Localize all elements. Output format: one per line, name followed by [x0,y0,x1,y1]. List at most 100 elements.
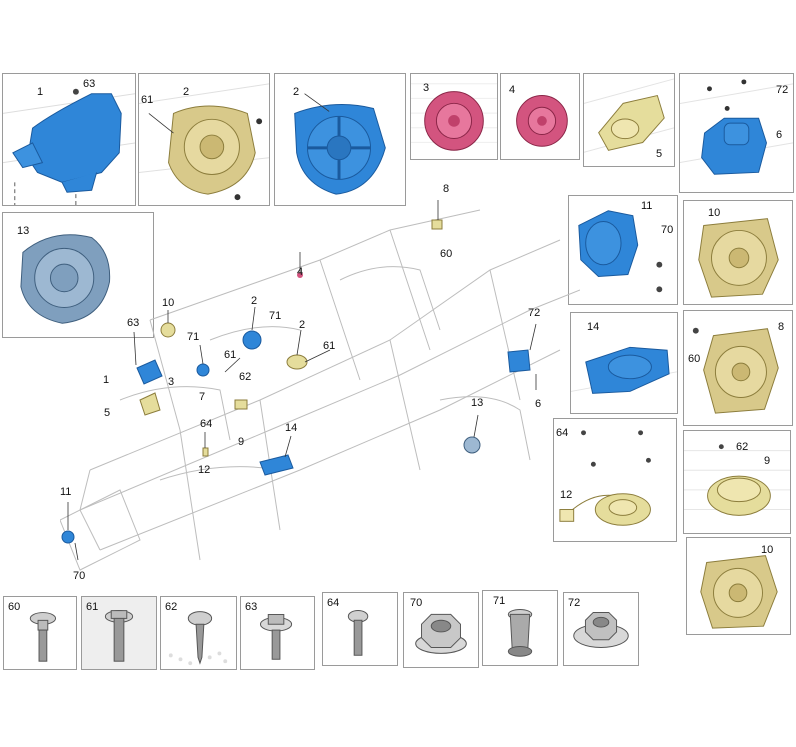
torx-screw-icon [347,610,369,656]
panel-part-3-speaker-pink[interactable]: 3 [410,73,498,160]
panel-part-8-speaker[interactable]: 60 8 [683,310,793,426]
fastener-62[interactable]: 62 [160,596,237,670]
callout-72: 72 [528,307,541,319]
fastener-number: 61 [86,601,99,613]
callout-5: 5 [104,407,111,419]
fastener-70[interactable]: 70 [403,592,479,668]
speaker-illustration [698,218,779,298]
callout-64: 64 [556,427,569,439]
callout-71: 71 [269,310,282,322]
speaker-bracket-illustration [584,78,674,153]
callout-72: 72 [776,84,789,96]
panel-part-10-speaker-lower[interactable]: 10 [686,537,791,635]
callout-70: 70 [661,224,674,236]
tweeter-illustration [516,95,568,147]
callout-7: 7 [199,391,206,403]
panel-part-5-bracket[interactable]: 5 [583,73,675,167]
panel-part-12-speaker-bracket[interactable]: 64 12 [553,418,677,542]
callout-60: 60 [440,248,453,260]
fastener-number: 64 [327,597,340,609]
tweeter-illustration [411,83,497,151]
fastener-63[interactable]: 63 [240,596,315,670]
pan-head-tapping-screw-icon [168,611,228,666]
callout-63: 63 [83,78,96,90]
hex-nut-with-washer-icon [573,611,629,648]
fastener-number: 63 [245,601,258,613]
callout-13: 13 [471,397,484,409]
callout-12: 12 [560,489,573,501]
speaker-illustration [139,83,269,201]
hex-flange-nut-icon [415,613,467,654]
rivet-nut-icon [507,609,533,657]
callout-71: 71 [187,331,200,343]
fastener-number: 71 [493,595,506,607]
panel-part-1-tweeter-housing[interactable]: 1 63 [2,73,136,206]
panel-part-4-speaker-pink[interactable]: 4 [500,73,580,160]
panel-part-9-speaker[interactable]: 62 9 [683,430,791,534]
speaker-illustration [692,327,779,414]
callout-4: 4 [509,84,516,96]
fastener-60[interactable]: 60 [3,596,77,670]
callout-61: 61 [224,349,237,361]
panel-part-10-speaker[interactable]: 10 [683,200,793,305]
callout-62: 62 [736,441,749,453]
callout-1: 1 [37,86,44,98]
callout-9: 9 [764,455,771,467]
callout-9: 9 [238,436,245,448]
panel-part-13-blower[interactable]: 13 [2,212,154,338]
panel-part-2-speaker-blue[interactable]: 2 [274,73,406,206]
chassis-components [61,219,531,544]
fastener-61[interactable]: 61 [81,596,157,670]
panel-part-11-tweeter[interactable]: 11 70 [568,195,678,305]
callout-63: 63 [127,317,140,329]
fastener-number: 70 [410,597,423,609]
fastener-number: 62 [165,601,178,613]
tweeter-illustration [578,210,663,293]
tweeter-housing-illustration [3,88,135,205]
callout-60: 60 [688,353,701,365]
fastener-71[interactable]: 71 [482,590,558,666]
callout-8: 8 [778,321,785,333]
callout-70: 70 [73,570,86,582]
callout-2: 2 [299,319,306,331]
callout-1: 1 [103,374,110,386]
speaker-bracket-illustration [559,430,651,526]
callout-4: 4 [297,266,304,278]
callout-6: 6 [535,398,542,410]
callout-12: 12 [198,464,211,476]
tweeter-mount-illustration [680,79,793,175]
callout-61: 61 [141,94,154,106]
fastener-number: 72 [568,597,581,609]
callout-14: 14 [285,422,298,434]
fastener-72[interactable]: 72 [563,592,639,666]
callout-10: 10 [162,297,175,309]
speaker-illustration [700,555,778,629]
blower-illustration [20,234,111,324]
callout-10: 10 [761,544,774,556]
callout-14: 14 [587,321,600,333]
fastener-number: 60 [8,601,21,613]
panel-part-2-speaker-gold[interactable]: 61 2 [138,73,270,206]
panel-part-14-tweeter[interactable]: 14 [570,312,678,414]
panel-part-6-tweeter-mount[interactable]: 72 6 [679,73,794,193]
fastener-64[interactable]: 64 [322,592,398,666]
callout-64: 64 [200,418,213,430]
speaker-illustration [294,93,386,195]
tweeter-illustration [571,346,677,394]
washer-screw-icon [259,614,293,660]
callout-3: 3 [423,82,430,94]
flange-bolt-icon [29,612,57,662]
callout-11: 11 [60,486,72,498]
hex-flange-bolt-icon [104,610,134,662]
callout-8: 8 [443,183,450,195]
vehicle-chassis-diagram [60,200,580,571]
callout-2: 2 [183,86,190,98]
callout-11: 11 [641,200,653,212]
callout-6: 6 [776,129,783,141]
speaker-illustration [684,444,790,516]
callout-2: 2 [251,295,258,307]
callout-10: 10 [708,207,721,219]
callout-13: 13 [17,225,30,237]
callout-3: 3 [168,376,175,388]
callout-2: 2 [293,86,300,98]
